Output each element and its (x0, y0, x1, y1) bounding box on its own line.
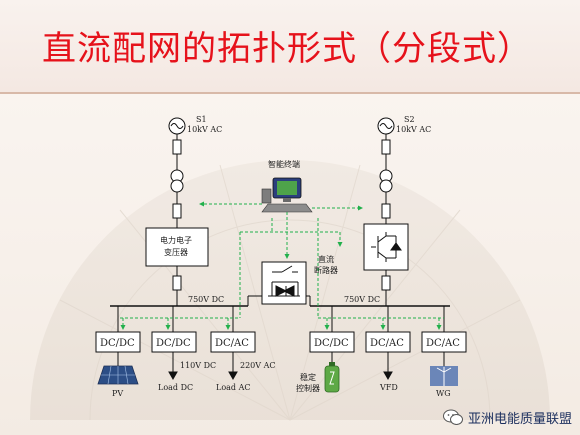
load-label-load-ac: Load AC (216, 383, 250, 392)
smart-terminal-label: 智能终端 (268, 159, 300, 169)
source-s1-name: S1 (196, 115, 207, 124)
title-bar (0, 0, 580, 92)
smart-terminal-icon (261, 177, 313, 213)
converter-label: DC/AC (215, 338, 249, 349)
dc-breaker-label-line2: 断路器 (314, 265, 338, 275)
source-s2-name: S2 (404, 115, 415, 124)
bus-left-label: 750V DC (188, 295, 224, 304)
source-s1-rating: 10kV AC (187, 125, 222, 134)
storage-label-line2: 控制器 (296, 383, 320, 393)
voltage-110-label: 110V DC (180, 361, 216, 370)
control-links (120, 201, 444, 330)
dc-breaker (261, 261, 307, 305)
converter-label: DC/DC (156, 338, 191, 349)
watermark: 亚洲电能质量联盟 (442, 405, 572, 429)
converter-dcac-wg: DC/AC (421, 331, 467, 353)
dc-buses (110, 295, 450, 307)
battery-icon (324, 362, 340, 393)
converter-dcdc-load: DC/DC (151, 331, 197, 353)
converter-dcdc-pv: DC/DC (95, 331, 141, 353)
title-divider (0, 92, 580, 94)
pv-panel-icon (97, 365, 139, 385)
converter-label: DC/DC (314, 338, 349, 349)
source-s1-feeder (145, 117, 209, 306)
load-label-load-dc: Load DC (158, 383, 193, 392)
load-label-pv: PV (112, 389, 123, 398)
dc-breaker-label-line1: 直流 (318, 254, 334, 264)
bus-right-label: 750V DC (344, 295, 380, 304)
voltage-220-label: 220V AC (240, 361, 276, 370)
converter-label: DC/AC (426, 338, 460, 349)
output-lines (117, 352, 445, 381)
converter-drops (117, 306, 445, 332)
storage-label-line1: 稳定 (300, 372, 316, 382)
converter-dcdc-storage: DC/DC (309, 331, 355, 353)
load-label-wg: WG (436, 389, 451, 398)
source-s2-feeder (363, 117, 409, 306)
load-label-vfd: VFD (379, 383, 398, 392)
pet-label-line1: 电力电子 (160, 235, 192, 245)
converter-label: DC/AC (370, 338, 404, 349)
wind-generator-icon (430, 366, 458, 386)
converter-dcac-vfd: DC/AC (365, 331, 411, 353)
converter-label: DC/DC (100, 338, 135, 349)
converter-dcac-load: DC/AC (210, 331, 256, 353)
wechat-icon (442, 409, 463, 425)
slide-title: 直流配网的拓扑形式（分段式） (42, 29, 532, 69)
source-s2-rating: 10kV AC (396, 125, 431, 134)
pet-label-line2: 变压器 (164, 247, 188, 257)
watermark-text: 亚洲电能质量联盟 (467, 411, 572, 427)
